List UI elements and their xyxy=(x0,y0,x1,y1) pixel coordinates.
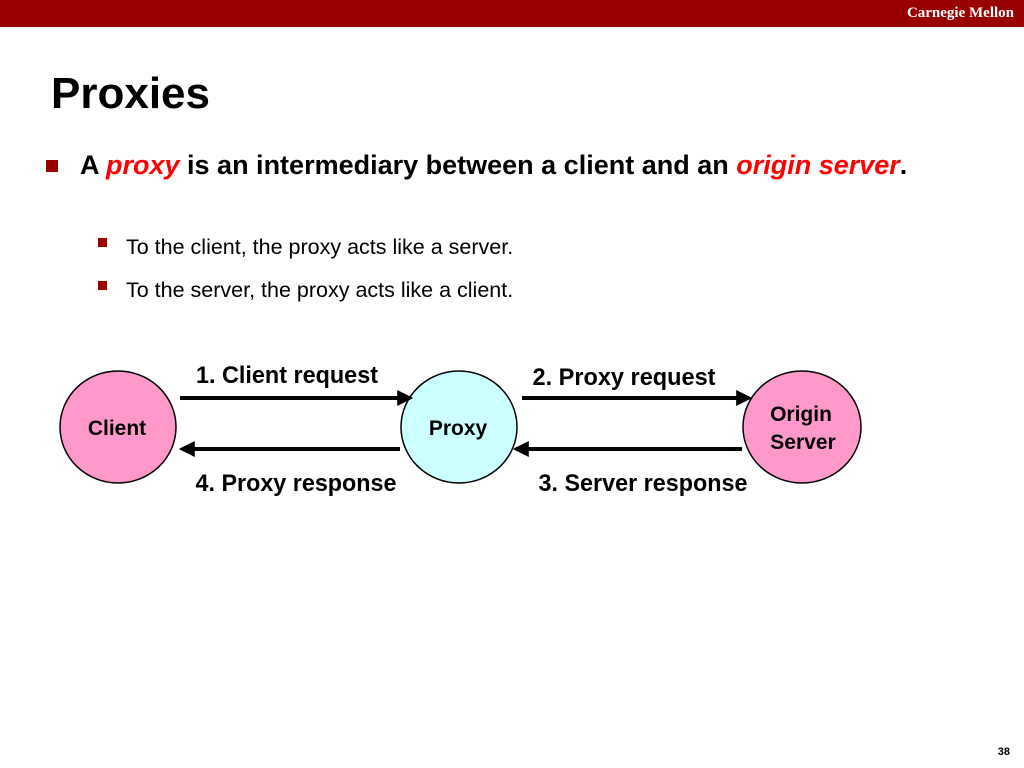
client-label: Client xyxy=(88,417,146,440)
header-bar: Carnegie Mellon xyxy=(0,0,1024,27)
proxy-request-label: 2. Proxy request xyxy=(533,364,716,391)
bullet-marker xyxy=(46,160,58,172)
client-node: Client xyxy=(59,370,177,484)
term-proxy: proxy xyxy=(106,150,180,180)
proxy-response-label: 4. Proxy response xyxy=(196,470,397,497)
term-origin-server: origin server xyxy=(736,150,900,180)
bullet-text-part2: is an intermediary between a client and … xyxy=(179,150,737,180)
page-number: 38 xyxy=(997,746,1010,758)
sub-bullet-text: To the client, the proxy acts like a ser… xyxy=(126,235,514,259)
sub-bullet-marker xyxy=(98,238,107,247)
main-bullet-text: A proxy is an intermediary between a cli… xyxy=(80,144,940,186)
origin-label-line2: Server xyxy=(770,431,835,454)
sub-bullet-text: To the server, the proxy acts like a cli… xyxy=(126,278,514,302)
proxy-node: Proxy xyxy=(400,370,518,484)
client-request-label: 1. Client request xyxy=(196,362,378,389)
origin-server-ellipse xyxy=(742,370,862,484)
brand-label: Carnegie Mellon xyxy=(906,5,1014,21)
client-ellipse xyxy=(59,370,177,484)
proxy-ellipse xyxy=(400,370,518,484)
server-response-label: 3. Server response xyxy=(539,470,748,497)
bullet-text-part3: . xyxy=(899,150,908,180)
origin-label-line1: Origin xyxy=(770,403,832,426)
slide-title: Proxies xyxy=(51,69,210,118)
origin-server-node: Origin Server xyxy=(742,370,862,484)
proxy-label: Proxy xyxy=(429,417,488,440)
sub-bullet-marker xyxy=(98,281,107,290)
bullet-text-part1: A xyxy=(80,150,106,180)
